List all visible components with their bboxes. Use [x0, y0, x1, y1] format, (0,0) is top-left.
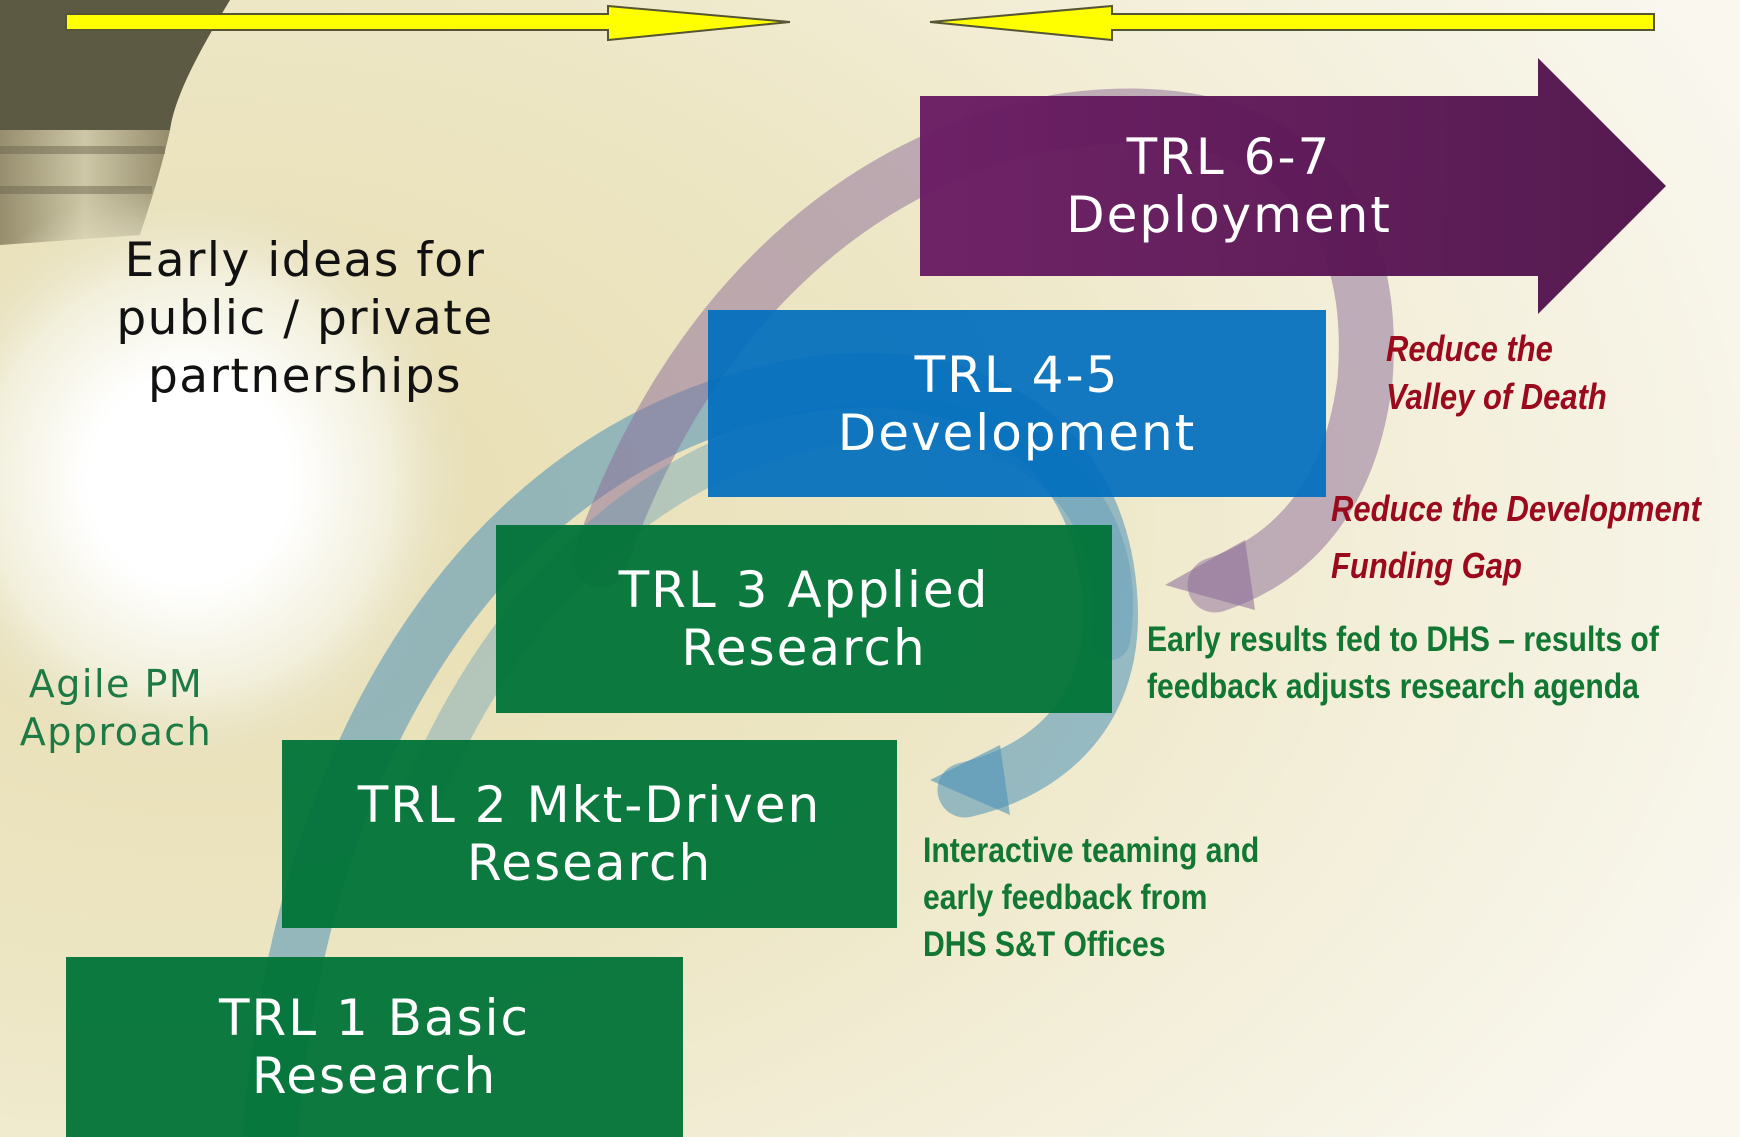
trl-1-basic-research-step: TRL 1 Basic Research: [66, 957, 683, 1137]
arrow-right-icon: [65, 4, 791, 42]
trl-3-applied-research-step: TRL 3 Applied Research: [496, 525, 1112, 713]
trl-3-line-1: TRL 3 Applied: [618, 561, 990, 619]
trl-1-line-2: Research: [251, 1047, 498, 1105]
trl-6-7-deployment-step: TRL 6-7 Deployment: [920, 96, 1538, 276]
trl-1-line-1: TRL 1 Basic: [218, 989, 531, 1047]
trl-2-line-1: TRL 2 Mkt-Driven: [357, 776, 822, 834]
trl-4-5-line-1: TRL 4-5: [914, 345, 1120, 404]
light-bulb-icon: [0, 0, 480, 780]
agile-line-1: Agile PM: [28, 662, 204, 706]
funding-gap-note: Reduce the Development Funding Gap: [1331, 480, 1701, 594]
funding-gap-line-1: Reduce the Development: [1331, 488, 1701, 529]
teaming-line-3: DHS S&T Offices: [923, 925, 1166, 964]
trl-4-5-development-step: TRL 4-5 Development: [708, 310, 1326, 497]
trl-4-5-line-2: Development: [837, 403, 1197, 462]
funding-gap-line-2: Funding Gap: [1331, 545, 1522, 586]
arrow-left-icon: [929, 4, 1655, 42]
top-arrows: [65, 4, 1655, 42]
headline-line-1: Early ideas for: [124, 233, 486, 288]
teaming-line-1: Interactive teaming and: [923, 831, 1260, 870]
headline-line-3: partnerships: [147, 349, 463, 404]
trl-2-market-driven-research-step: TRL 2 Mkt-Driven Research: [282, 740, 897, 928]
teaming-line-2: early feedback from: [923, 878, 1208, 917]
early-results-line-2: feedback adjusts research agenda: [1147, 667, 1639, 706]
trl-6-7-line-2: Deployment: [1066, 186, 1392, 244]
deployment-arrow-shape: [920, 58, 1666, 314]
headline-line-2: public / private: [116, 291, 494, 346]
early-results-line-1: Early results fed to DHS – results of: [1147, 620, 1659, 659]
agile-line-2: Approach: [19, 710, 213, 754]
early-ideas-heading: Early ideas for public / private partner…: [80, 232, 530, 406]
trl-3-line-2: Research: [681, 619, 927, 677]
early-results-note: Early results fed to DHS – results of fe…: [1147, 616, 1659, 710]
valley-of-death-note: Reduce the Valley of Death: [1386, 325, 1607, 421]
valley-line-1: Reduce the: [1386, 328, 1553, 369]
interactive-teaming-note: Interactive teaming and early feedback f…: [923, 827, 1259, 968]
trl-6-7-line-1: TRL 6-7: [1126, 128, 1332, 186]
valley-line-2: Valley of Death: [1386, 376, 1607, 417]
agile-pm-label: Agile PM Approach: [4, 660, 228, 756]
trl-2-line-2: Research: [466, 834, 713, 892]
